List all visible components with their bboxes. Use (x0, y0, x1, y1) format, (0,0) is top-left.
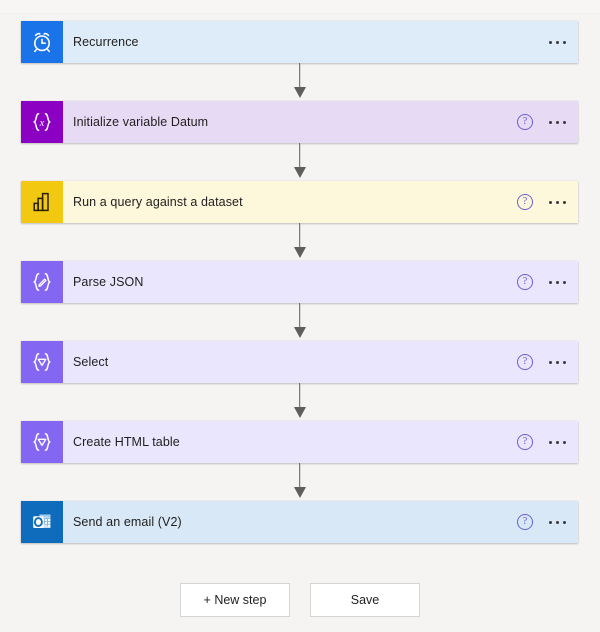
connector-arrowhead (293, 327, 306, 338)
connector-arrowhead (293, 407, 306, 418)
connector-line (298, 223, 301, 253)
help-icon[interactable]: ? (517, 274, 533, 290)
svg-text:x: x (39, 118, 45, 129)
braces-pencil-icon (21, 261, 63, 303)
flow-step-card-parse-json[interactable]: Parse JSON? (21, 261, 578, 303)
braces-filter-icon (21, 421, 63, 463)
connector-arrowhead (293, 167, 306, 178)
help-icon[interactable]: ? (517, 354, 533, 370)
flow-connector-arrow (21, 223, 578, 261)
connector-line (298, 463, 301, 493)
flow-step-title: Recurrence (73, 35, 139, 49)
flow-step-actions: ? (517, 501, 578, 543)
flow-connector-arrow (21, 143, 578, 181)
flow-step-actions: ? (517, 421, 578, 463)
braces-filter-icon (21, 341, 63, 383)
more-options-icon[interactable] (547, 437, 568, 448)
flow-step-card-recurrence[interactable]: Recurrence (21, 21, 578, 63)
alarm-clock-icon (21, 21, 63, 63)
connector-arrowhead (293, 247, 306, 258)
more-options-icon[interactable] (547, 277, 568, 288)
help-icon[interactable]: ? (517, 514, 533, 530)
help-icon[interactable]: ? (517, 194, 533, 210)
flow-step-title: Select (73, 355, 109, 369)
flow-step-actions: ? (517, 181, 578, 223)
flow-connector-arrow (21, 303, 578, 341)
more-options-icon[interactable] (547, 117, 568, 128)
outlook-icon (21, 501, 63, 543)
flow-step-card-select[interactable]: Select? (21, 341, 578, 383)
flow-step-card-initialize-variable-datum[interactable]: x Initialize variable Datum? (21, 101, 578, 143)
flow-step-actions (547, 21, 578, 63)
flow-step-title: Send an email (V2) (73, 515, 182, 529)
connector-arrowhead (293, 487, 306, 498)
more-options-icon[interactable] (547, 37, 568, 48)
flow-step-title: Parse JSON (73, 275, 144, 289)
flow-step-actions: ? (517, 341, 578, 383)
flow-step-card-run-a-query-against-a-dataset[interactable]: Run a query against a dataset? (21, 181, 578, 223)
flow-step-title: Initialize variable Datum (73, 115, 209, 129)
new-step-button[interactable]: + New step (180, 583, 290, 617)
flow-connector-arrow (21, 463, 578, 501)
connector-line (298, 303, 301, 333)
flow-step-title: Run a query against a dataset (73, 195, 243, 209)
more-options-icon[interactable] (547, 197, 568, 208)
top-strip (0, 0, 600, 14)
braces-variable-icon: x (21, 101, 63, 143)
flow-step-card-send-an-email-v2[interactable]: Send an email (V2)? (21, 501, 578, 543)
flow-connector-arrow (21, 63, 578, 101)
more-options-icon[interactable] (547, 357, 568, 368)
flow-step-actions: ? (517, 101, 578, 143)
more-options-icon[interactable] (547, 517, 568, 528)
flow-step-actions: ? (517, 261, 578, 303)
save-button[interactable]: Save (310, 583, 420, 617)
connector-line (298, 63, 301, 93)
power-bi-bar-chart-icon (21, 181, 63, 223)
connector-line (298, 383, 301, 413)
flow-step-title: Create HTML table (73, 435, 180, 449)
help-icon[interactable]: ? (517, 114, 533, 130)
flow-step-list: Recurrence x Initialize variable Datum? R… (21, 21, 578, 543)
flow-footer-actions: + New step Save (0, 583, 600, 617)
flow-connector-arrow (21, 383, 578, 421)
flow-step-card-create-html-table[interactable]: Create HTML table? (21, 421, 578, 463)
connector-line (298, 143, 301, 173)
connector-arrowhead (293, 87, 306, 98)
help-icon[interactable]: ? (517, 434, 533, 450)
